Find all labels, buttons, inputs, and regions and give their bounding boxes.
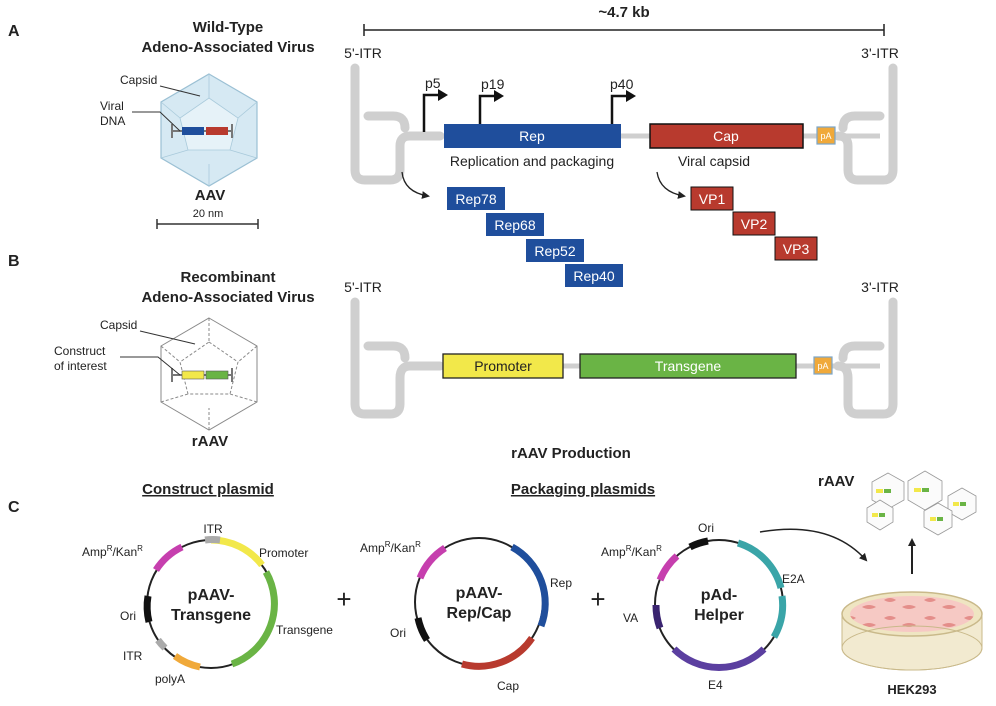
rep-products [447, 187, 623, 287]
promoter-p5: p5 [425, 75, 441, 91]
plasmid1-transgene: Transgene [276, 623, 333, 637]
wt-capsid-label: Capsid [120, 73, 157, 87]
raav-particles-icon [866, 470, 977, 536]
rep40-label: Rep40 [573, 268, 614, 284]
wt-dna-label-line1: Viral [100, 99, 124, 113]
plasmid2-cap: Cap [497, 679, 519, 693]
polya-label-a: pA [820, 131, 831, 141]
rec-capsid-label: Capsid [100, 318, 137, 332]
plus-sign-1: + [336, 584, 351, 614]
itr5-hairpin-a [350, 63, 445, 185]
rep-gene [444, 124, 621, 148]
rec-title-line1: Recombinant [180, 269, 275, 286]
plasmid2-name-line1: pAAV- [456, 585, 503, 602]
production-title: rAAV Production [511, 445, 631, 462]
plasmid3-e2a: E2A [782, 572, 805, 586]
itr3-hairpin-a [833, 63, 898, 185]
rec-capsid-pointer [139, 330, 196, 345]
genome-size-label: ~4.7 kb [598, 4, 649, 21]
plasmid2-ori: Ori [390, 626, 406, 640]
petri-dish-icon [841, 591, 983, 671]
panel-letter-c: C [8, 499, 20, 516]
plus-sign-2: + [590, 584, 605, 614]
viral-dna-icon [171, 124, 233, 138]
polya-box-a [816, 126, 836, 145]
polya-box-b [813, 356, 833, 375]
promoter-gene-label: Promoter [474, 358, 532, 374]
plasmid3-ori: Ori [698, 521, 714, 535]
cap-caption: Viral capsid [678, 153, 750, 169]
itr3-label-b: 3'-ITR [861, 279, 899, 295]
rep78-label: Rep78 [455, 191, 496, 207]
cap-gene [649, 123, 804, 149]
promoter-p40: p40 [610, 76, 634, 92]
packaging-heading: Packaging plasmids [511, 481, 655, 498]
rep-gene-label: Rep [519, 128, 545, 144]
plasmid2-resistance: AmpR/KanR [360, 540, 421, 555]
plasmid3-resistance: AmpR/KanR [601, 544, 662, 559]
plasmid2-name-line2: Rep/Cap [447, 605, 512, 622]
promoter-p19: p19 [481, 76, 505, 92]
raav-output-label: rAAV [818, 473, 854, 490]
scale-bar [156, 219, 259, 229]
construct-label-line1: Construct [54, 344, 106, 358]
transgene-gene-label: Transgene [655, 358, 722, 374]
transfection-arrow [759, 528, 868, 562]
polya-label-b: pA [817, 361, 828, 371]
cap-products [690, 186, 818, 261]
rep-products-arrow [401, 171, 430, 199]
plasmid3-e4: E4 [708, 678, 723, 692]
itr5-hairpin-b [350, 297, 445, 419]
vp1-label: VP1 [699, 191, 726, 207]
plasmid-pAAV-RepCap [414, 537, 549, 670]
plasmid3-name-line2: Helper [694, 607, 744, 624]
plasmid1-itr-bottom: ITR [123, 649, 143, 663]
vp3-label: VP3 [783, 241, 810, 257]
capsid-pointer [159, 85, 201, 97]
dna-pointer [132, 111, 181, 132]
construct-icon [171, 368, 233, 382]
construct-label-line2: of interest [54, 359, 107, 373]
wt-title-line2: Adeno-Associated Virus [141, 39, 314, 56]
promoter-arrows [422, 89, 636, 132]
vp2-label: VP2 [741, 216, 768, 232]
plasmid2-rep: Rep [550, 576, 572, 590]
rec-title-line2: Adeno-Associated Virus [141, 289, 314, 306]
panel-letter-b: B [8, 253, 20, 270]
construct-pointer [120, 356, 181, 376]
plasmid1-itr-top: ITR [203, 522, 223, 536]
rep-caption: Replication and packaging [450, 153, 614, 169]
plasmid1-polya: polyA [155, 672, 185, 686]
cap-products-arrow [656, 171, 686, 199]
wt-title-line1: Wild-Type [193, 19, 263, 36]
rep68-label: Rep68 [494, 217, 535, 233]
promoter-gene [442, 353, 564, 379]
genome-size-bar [363, 24, 885, 36]
plasmid1-name-line2: Transgene [171, 607, 251, 624]
plasmid1-resistance: AmpR/KanR [82, 544, 143, 559]
hek293-label: HEK293 [887, 682, 936, 697]
plasmid3-name-line1: pAd- [701, 587, 737, 604]
rec-virus-name: rAAV [192, 433, 228, 450]
itr5-label-b: 5'-ITR [344, 279, 382, 295]
plasmid1-ori: Ori [120, 609, 136, 623]
plasmid3-va: VA [623, 611, 638, 625]
itr3-hairpin-b [833, 297, 898, 419]
itr3-label-a: 3'-ITR [861, 45, 899, 61]
plasmid1-promoter: Promoter [259, 546, 308, 560]
itr5-label-a: 5'-ITR [344, 45, 382, 61]
plasmid-pAAV-Transgene [143, 536, 278, 671]
rep52-label: Rep52 [534, 243, 575, 259]
panel-letter-a: A [8, 23, 20, 40]
cap-gene-label: Cap [713, 128, 739, 144]
wt-dna-label-line2: DNA [100, 114, 125, 128]
plasmid-pAd-Helper [652, 537, 787, 671]
plasmid1-name-line1: pAAV- [188, 587, 235, 604]
wt-virus-name: AAV [195, 187, 226, 204]
construct-heading: Construct plasmid [142, 481, 274, 498]
transgene-gene [579, 353, 797, 379]
scale-label: 20 nm [193, 208, 224, 220]
